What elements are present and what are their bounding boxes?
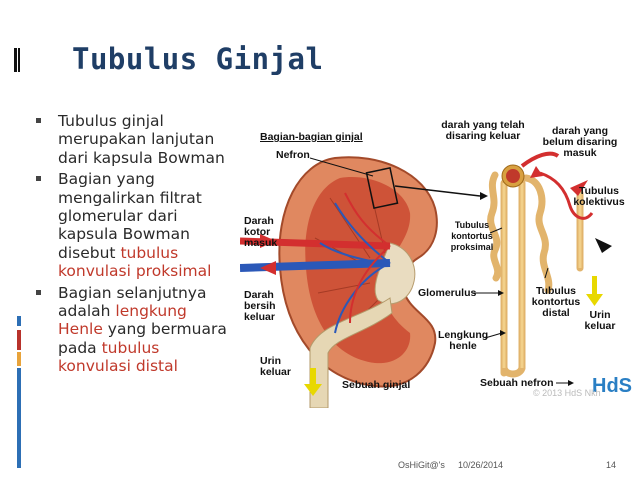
bullet-marker-icon xyxy=(36,118,41,123)
label-tubulus-distal: Tubulus kontortus distal xyxy=(531,285,581,319)
footer-page-number: 14 xyxy=(606,460,617,470)
label-tubulus-kolektivus: Tubulus kolektivus xyxy=(573,185,625,208)
label-tubulus-proksimal: Tubulus kontortus proksimal xyxy=(450,220,494,252)
kidney-illustration xyxy=(240,151,612,408)
bullet-text: Bagian yang mengalirkan filtrat glomerul… xyxy=(58,170,202,262)
accent-bar-blue-bottom xyxy=(17,368,21,468)
label-nefron: Nefron xyxy=(276,149,310,161)
accent-bar-blue-top xyxy=(17,316,21,326)
footer-author: OsHiGit@'s xyxy=(398,460,445,470)
label-lengkung-henle: Lengkung henle xyxy=(438,329,489,352)
slide-title: Tubulus Ginjal xyxy=(72,42,324,76)
label-urin-keluar-left: Urin keluar xyxy=(260,355,291,378)
accent-bar-red xyxy=(17,330,21,350)
bullet-text: Tubulus ginjal merupakan lanjutan dari k… xyxy=(58,112,225,167)
hds-logo: HdS xyxy=(592,375,632,397)
title-marker xyxy=(14,48,20,72)
label-sebuah-ginjal: Sebuah ginjal xyxy=(342,379,411,391)
highlighted-term: tubulus konvulasi proksimal xyxy=(58,243,212,281)
bullet-marker-icon xyxy=(36,289,41,295)
label-darah-bersih-keluar: Darah bersih keluar xyxy=(244,289,276,323)
label-darah-kotor-masuk: Darah kotor masuk xyxy=(244,215,278,249)
footer-date: 10/26/2014 xyxy=(458,460,504,470)
label-urin-keluar-right: Urin keluar xyxy=(584,309,616,332)
bullet-item: Bagian selanjutnya adalah lengkung Henle… xyxy=(36,284,236,376)
label-sebuah-nefron: Sebuah nefron xyxy=(480,377,554,389)
bullet-text: Bagian selanjutnya adalah xyxy=(58,283,207,321)
bullet-list: Tubulus ginjal merupakan lanjutan dari k… xyxy=(36,112,236,379)
bullet-marker-icon xyxy=(36,176,41,182)
label-glomerulus: Glomerulus xyxy=(418,287,477,299)
label-bagian-bagian-ginjal: Bagian-bagian ginjal xyxy=(260,131,363,143)
highlighted-term: tubulus konvulasi distal xyxy=(58,338,178,376)
bullet-text: yang bermuara pada xyxy=(58,320,227,357)
bullet-item: Bagian yang mengalirkan filtrat glomerul… xyxy=(36,170,236,280)
kidney-figure: Bagian-bagian ginjal Nefron Darah kotor … xyxy=(240,118,632,408)
label-darah-belum-disaring: darah yang belum disaring masuk xyxy=(542,125,618,159)
watermark: © 2013 HdS Nkh xyxy=(533,388,601,398)
label-darah-telah-disaring: darah yang telah disaring keluar xyxy=(441,119,525,142)
accent-bar-orange xyxy=(17,352,21,366)
highlighted-term: lengkung Henle xyxy=(58,302,187,339)
bullet-item: Tubulus ginjal merupakan lanjutan dari k… xyxy=(36,112,236,167)
